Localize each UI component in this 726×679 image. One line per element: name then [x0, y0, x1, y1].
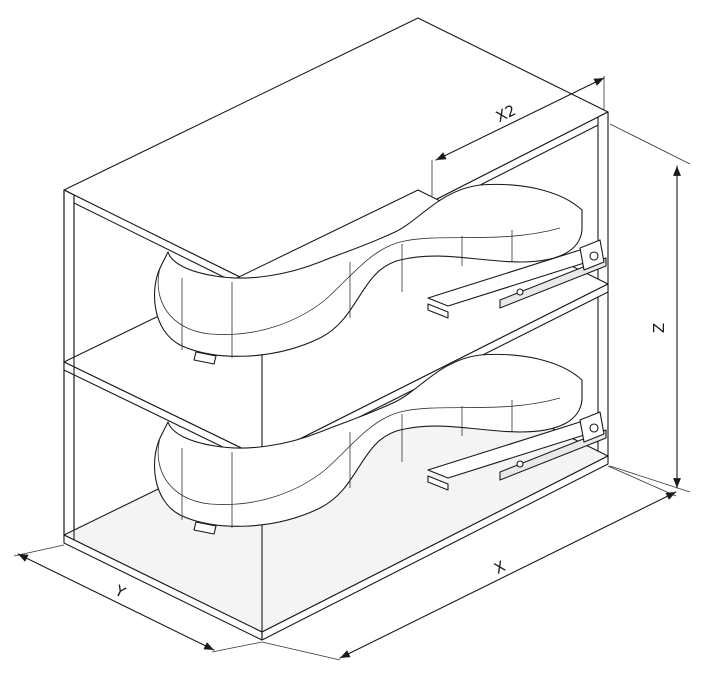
- dimension-x2-line: [435, 77, 605, 161]
- dimension-x-line: [339, 491, 677, 659]
- upper-basket-band: [154, 183, 583, 357]
- lower-runner: [193, 411, 607, 535]
- dimension-y-line: [17, 553, 215, 651]
- dimension-y-label: Y: [111, 581, 129, 602]
- upper-basket: [154, 183, 607, 365]
- cabinet-body: [63, 17, 609, 641]
- lower-basket-band: [154, 353, 583, 527]
- upper-runner: [193, 239, 607, 365]
- dimension-x-label: X: [491, 557, 508, 578]
- dimension-z-label: Z: [650, 323, 668, 333]
- lower-basket: [154, 353, 607, 535]
